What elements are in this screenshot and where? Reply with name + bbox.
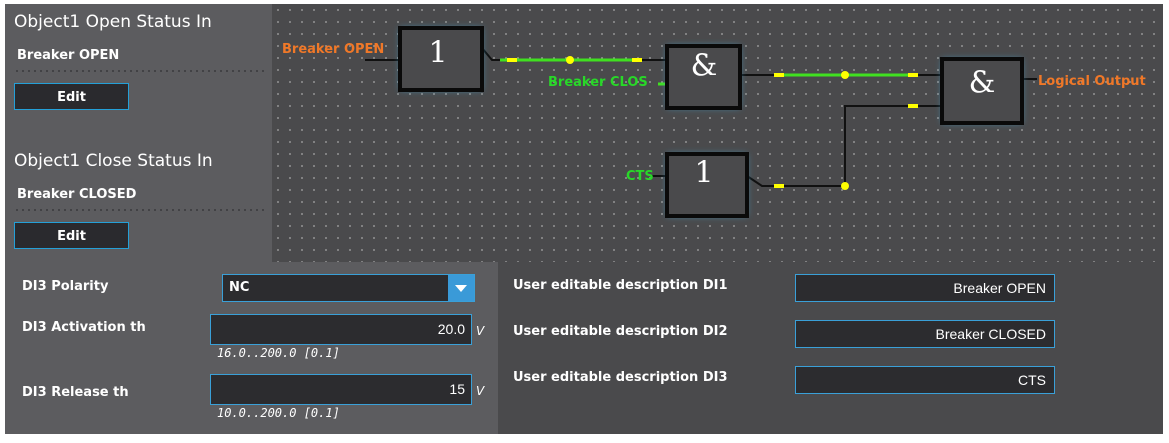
and-gate-2-symbol: & xyxy=(969,66,996,101)
chevron-down-icon[interactable] xyxy=(448,275,474,301)
description-di3-input[interactable]: CTS xyxy=(795,366,1055,394)
not-gate-2-symbol: 1 xyxy=(694,156,713,191)
polarity-label: DI3 Polarity xyxy=(22,279,109,294)
not-gate-1-symbol: 1 xyxy=(428,36,447,71)
not-gate-2[interactable]: 1 xyxy=(665,152,749,218)
input-label-breaker-open: Breaker OPEN xyxy=(282,42,384,57)
release-unit: V xyxy=(476,384,485,398)
not-gate-1[interactable]: 1 xyxy=(398,26,484,92)
input-status-panel: Object1 Open Status In Breaker OPEN Edit… xyxy=(5,4,272,262)
junction-dot xyxy=(566,56,574,64)
open-status-title: Object1 Open Status In xyxy=(14,12,212,32)
open-status-signal: Breaker OPEN xyxy=(17,48,120,63)
separator xyxy=(14,207,264,213)
open-status-edit-button[interactable]: Edit xyxy=(14,83,129,110)
release-label: DI3 Release th xyxy=(22,385,129,400)
and-gate-1-symbol: & xyxy=(691,49,718,84)
port-marker xyxy=(908,73,918,77)
input-label-breaker-closed: Breaker CLOS xyxy=(548,75,648,90)
junction-dot xyxy=(841,182,849,190)
description-di1-input[interactable]: Breaker OPEN xyxy=(795,274,1055,302)
description-di2-input[interactable]: Breaker CLOSED xyxy=(795,320,1055,348)
description-di1-label: User editable description DI1 xyxy=(513,278,728,293)
and-gate-2[interactable]: & xyxy=(940,57,1024,125)
wire-not2-out xyxy=(746,175,845,187)
close-status-edit-button[interactable]: Edit xyxy=(14,222,129,249)
release-range: 10.0..200.0 [0.1] xyxy=(217,406,340,420)
port-marker xyxy=(507,58,517,62)
close-status-title: Object1 Close Status In xyxy=(14,151,213,171)
activation-range: 16.0..200.0 [0.1] xyxy=(217,346,340,360)
description-di3-label: User editable description DI3 xyxy=(513,370,728,385)
port-marker xyxy=(908,104,918,108)
activation-unit: V xyxy=(476,324,485,338)
separator xyxy=(14,68,264,74)
polarity-selected-value: NC xyxy=(229,280,250,295)
output-label-logical-output: Logical Output xyxy=(1038,74,1146,89)
close-status-signal: Breaker CLOSED xyxy=(17,187,137,202)
polarity-select[interactable]: NC xyxy=(222,274,475,302)
logic-diagram: 1 & & 1 xyxy=(272,4,1163,262)
release-threshold-input[interactable]: 15 xyxy=(210,374,472,405)
activation-label: DI3 Activation th xyxy=(22,320,146,335)
and-gate-1[interactable]: & xyxy=(665,44,742,110)
description-di2-label: User editable description DI2 xyxy=(513,324,728,339)
junction-dot xyxy=(841,71,849,79)
activation-threshold-input[interactable]: 20.0 xyxy=(210,314,472,345)
logic-diagram-canvas: 1 & & 1 xyxy=(272,4,1163,262)
input-label-cts: CTS xyxy=(626,169,654,184)
settings-area: DI3 Polarity NC DI3 Activation th 20.0 V… xyxy=(5,262,1163,434)
port-marker xyxy=(632,58,642,62)
port-marker xyxy=(774,184,784,188)
port-marker xyxy=(774,73,784,77)
polarity-settings-panel: DI3 Polarity NC DI3 Activation th 20.0 V… xyxy=(5,262,498,434)
